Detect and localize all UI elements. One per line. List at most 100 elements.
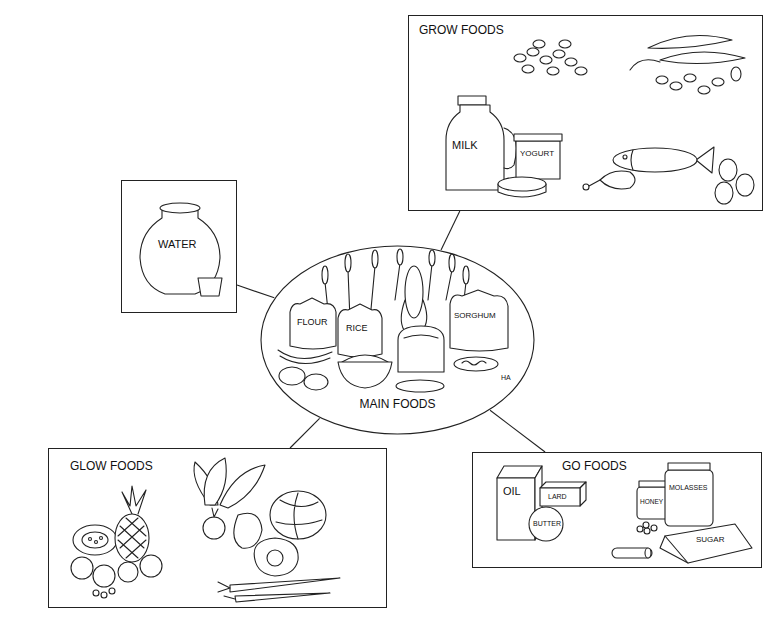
papaya-core [82,532,108,548]
carton-label: OIL [502,486,522,497]
flour-sack [290,298,336,349]
chicken-leg [583,171,635,190]
butter-pot [529,507,563,541]
carrot-tops [218,582,235,599]
grain-head [463,266,469,284]
seed [95,541,98,544]
seed [100,537,103,540]
fish-tail [696,147,714,173]
cabbage-veins [276,493,322,539]
connector-line [290,418,320,448]
banana [278,350,332,359]
grain-head [322,266,328,284]
nut [533,40,545,48]
nut [553,50,565,58]
connector-line [441,211,460,250]
jar-lid [668,463,710,470]
fruit [71,557,93,579]
onion-top [212,508,218,517]
pot [529,507,563,541]
fruit [140,555,162,577]
crust [404,335,438,338]
bean [698,86,710,94]
grain-head [429,250,435,266]
jar-label: HONEY [639,499,664,506]
nuts [514,40,587,75]
corn-cob [405,266,423,318]
go-foods-box: GO FOODS [472,452,762,568]
sweet-potato [396,380,444,392]
grain-head [372,250,378,268]
bone-end [583,184,589,190]
carrot [235,593,330,602]
bowl [338,362,392,388]
pot-label: BUTTER [532,520,562,527]
pepper-body [234,513,262,548]
tuber [396,380,444,392]
bananas [278,350,332,364]
milk-jug [446,96,516,190]
grain [644,528,650,534]
roll-end [645,548,651,558]
rice-mound [342,355,388,362]
water-box: WATER [121,180,237,313]
grain-head [345,254,351,272]
jug-cap [458,96,486,105]
carton-front [497,478,535,540]
stem [630,60,660,70]
papaya [73,525,117,555]
connector-line [490,410,545,452]
egg [715,182,733,204]
carrots [218,578,340,602]
leaf [220,465,265,508]
bag [665,524,752,563]
sack [450,290,508,351]
sack [338,304,382,357]
bean [684,74,696,82]
fruits [71,555,162,598]
sugar-bag [660,524,752,563]
avocado-half [254,538,298,576]
potato [279,367,305,385]
nut [575,67,587,75]
eggs [715,159,754,204]
bean [656,76,668,84]
potato [304,374,328,390]
main-foods-ellipse: MAIN FOODS [260,245,535,435]
nut [514,54,526,62]
grain [637,526,643,532]
nut [565,58,577,66]
rice-sack [338,304,382,357]
roll [612,548,652,558]
papaya-half [73,525,117,555]
bean [712,78,724,86]
berry [109,588,115,594]
ellipse-line [261,246,534,434]
avocado [254,538,298,576]
carrot [230,578,340,592]
nut [559,40,571,48]
jar-body [665,470,713,526]
fish-eye [623,155,627,159]
rice-bowl [338,355,392,388]
nut [540,56,552,64]
cheese-top [498,177,546,191]
pineapple [115,486,149,562]
bone [589,180,600,186]
group-heading: GO FOODS [562,459,627,473]
fish-body [613,148,697,172]
grow-foods-box: GROW FOODS [408,15,763,211]
sorghum-sack [450,290,508,351]
grain-head [397,249,403,265]
jar-body [516,141,560,179]
berry [93,590,99,596]
cup [198,278,222,296]
grain [651,525,657,531]
onion [203,508,225,539]
group-heading: MAIN FOODS [260,397,535,411]
egg [719,159,737,181]
pineapple-body [115,514,149,562]
sack-label: RICE [345,324,369,333]
leafy-greens [194,458,265,508]
